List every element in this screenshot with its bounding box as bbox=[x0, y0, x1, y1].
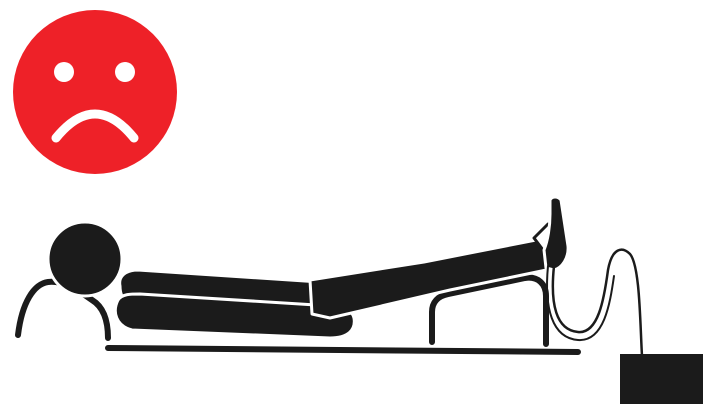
person-lying-leg-elevated-icon bbox=[48, 197, 568, 338]
sad-face-circle bbox=[13, 10, 177, 174]
person-head bbox=[48, 222, 122, 296]
compression-device-icon bbox=[620, 354, 703, 404]
sad-face-right-eye bbox=[115, 62, 135, 82]
sad-face-left-eye bbox=[54, 62, 74, 82]
person-foot bbox=[544, 197, 568, 270]
device-tube-inner bbox=[547, 266, 614, 340]
floor-line bbox=[108, 348, 578, 352]
sad-face-icon bbox=[13, 10, 177, 174]
device-tube-outer bbox=[553, 250, 642, 356]
